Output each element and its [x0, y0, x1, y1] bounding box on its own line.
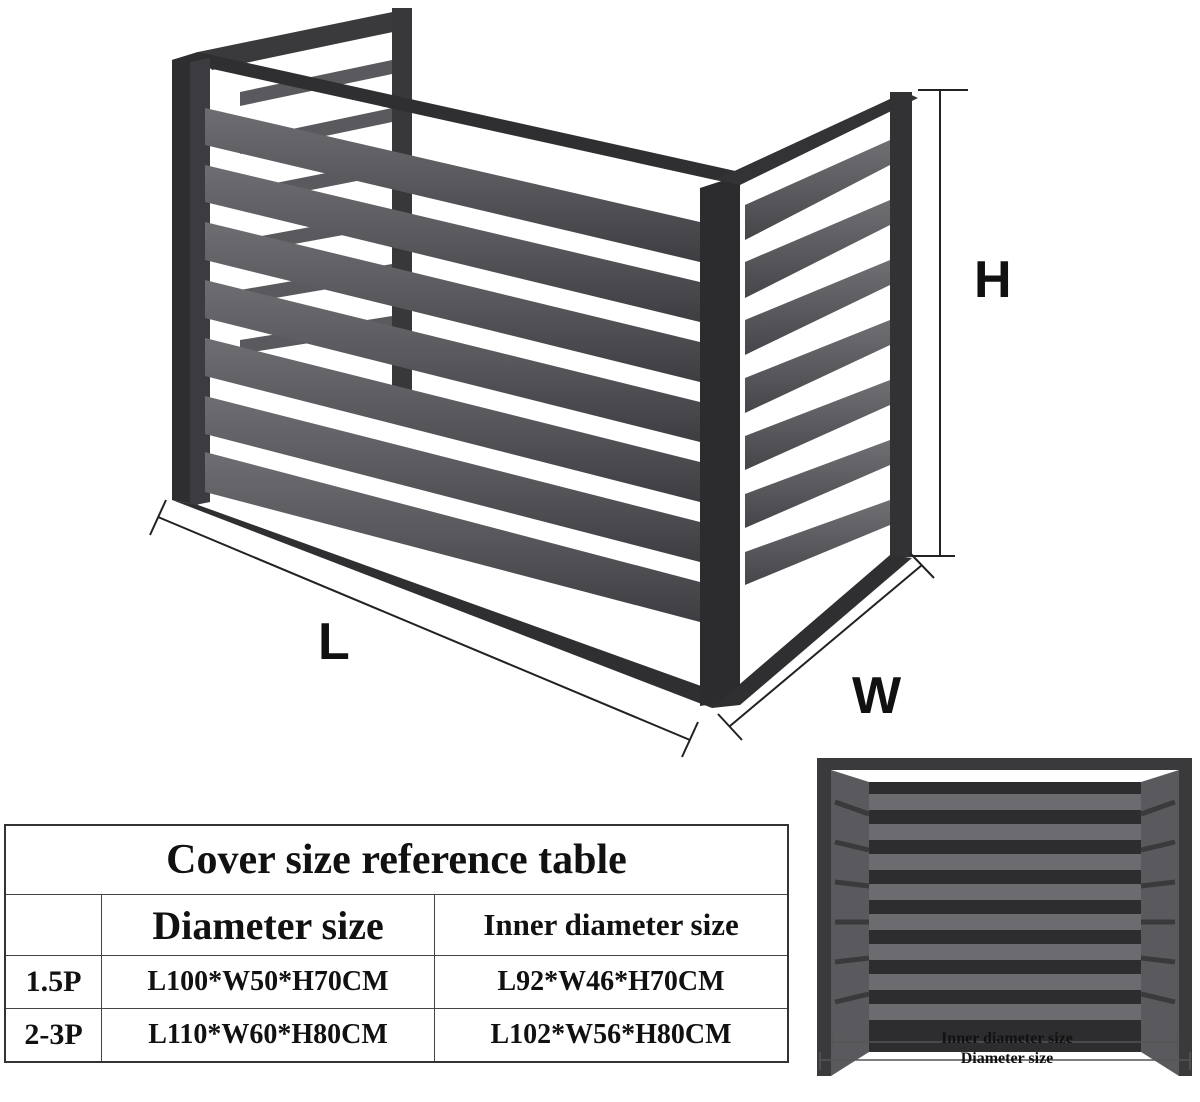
- row-diameter: L110*W60*H80CM: [100, 1008, 436, 1063]
- table-row: 2-3P L110*W60*H80CM L102*W56*H80CM: [4, 1008, 789, 1063]
- thumbnail-inner-label: Inner diameter size: [941, 1030, 1073, 1047]
- front-frame: [172, 52, 740, 708]
- width-dimension-line: [717, 552, 935, 741]
- row-inner: L92*W46*H70CM: [434, 955, 789, 1009]
- front-view-thumbnail: [817, 758, 1192, 1076]
- table-header-empty: [4, 894, 102, 956]
- size-reference-table: Cover size reference table Diameter size…: [4, 824, 789, 1063]
- table-header-diameter: Diameter size: [100, 894, 436, 956]
- length-label: L: [318, 613, 350, 671]
- height-label: H: [974, 251, 1012, 309]
- ac-cover-illustration: [149, 8, 968, 758]
- row-model: 1.5P: [4, 955, 102, 1009]
- table-header-inner: Inner diameter size: [434, 894, 789, 956]
- row-model: 2-3P: [4, 1008, 102, 1063]
- width-label: W: [852, 667, 902, 725]
- length-dimension-line: [149, 499, 699, 758]
- row-diameter: L100*W50*H70CM: [100, 955, 436, 1009]
- table-title: Cover size reference table: [4, 824, 789, 895]
- row-inner: L102*W56*H80CM: [434, 1008, 789, 1063]
- front-slats: [205, 108, 700, 622]
- thumbnail-outer-label: Diameter size: [960, 1050, 1054, 1067]
- height-dimension-line: [912, 89, 968, 557]
- side-frame: [712, 92, 918, 708]
- table-row: 1.5P L100*W50*H70CM L92*W46*H70CM: [4, 955, 789, 1009]
